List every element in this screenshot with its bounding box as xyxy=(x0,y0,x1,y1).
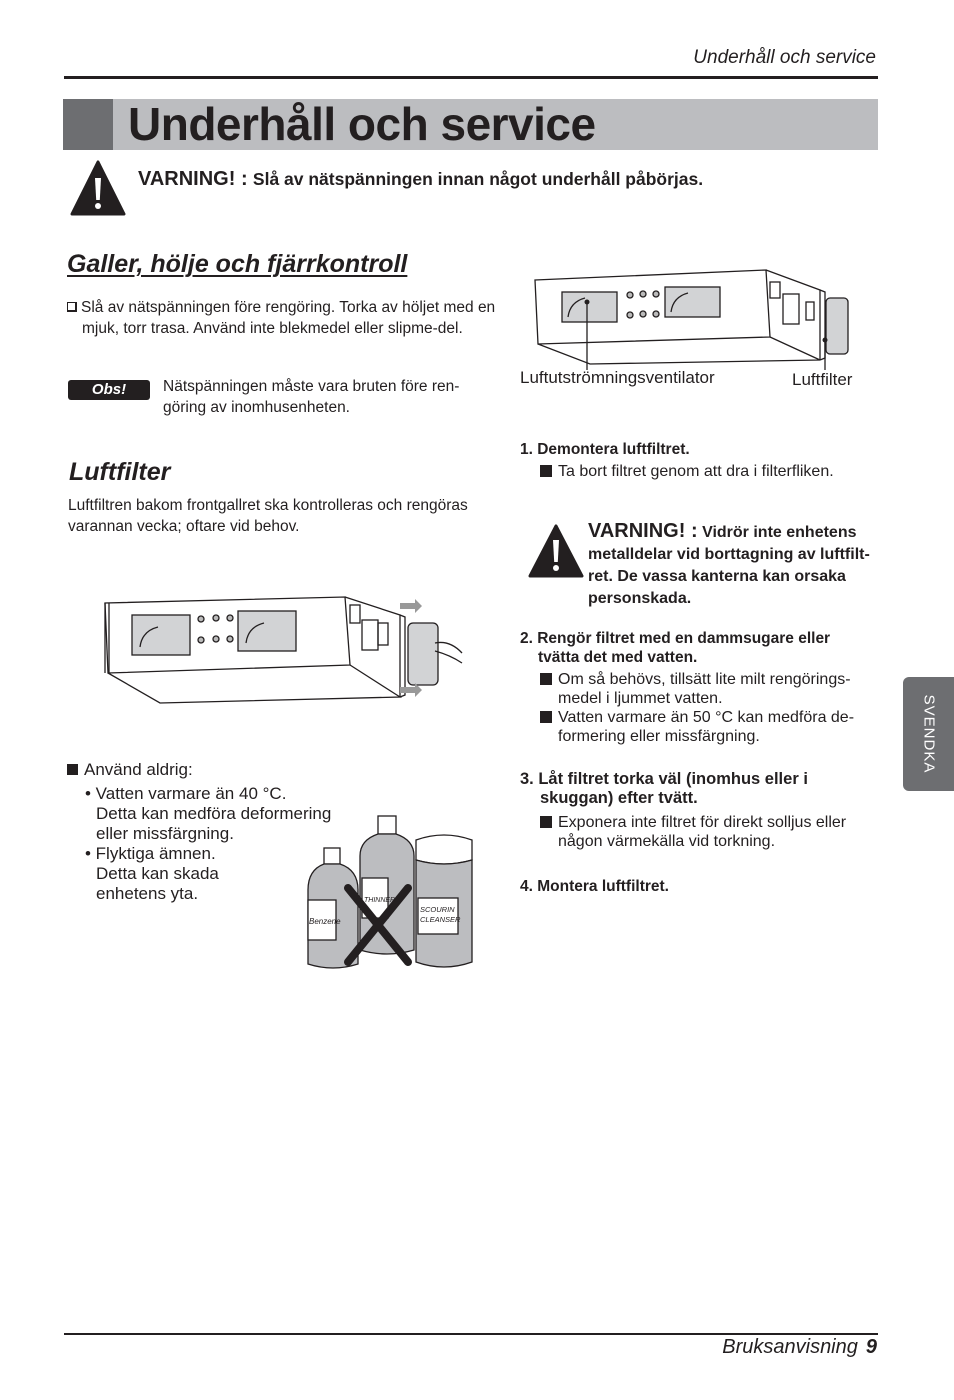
page-title: Underhåll och service xyxy=(128,98,596,150)
step-3-subs: Exponera inte filtret för direkt solljus… xyxy=(540,813,880,851)
never-item: • Vatten varmare än 40 °C. Detta kan med… xyxy=(85,784,332,843)
step-1-title: 1. Demontera luftfiltret. xyxy=(520,441,690,458)
square-bullet-icon xyxy=(540,711,552,723)
square-bullet-icon xyxy=(67,764,78,775)
warning-lead: VARNING! : xyxy=(138,168,248,190)
warning-triangle-icon xyxy=(70,160,126,216)
square-bullet-icon xyxy=(540,465,552,477)
bottle-label: Benzene xyxy=(309,917,341,926)
language-tab: SVENDKA xyxy=(903,677,954,791)
never-use-list: • Vatten varmare än 40 °C. Detta kan med… xyxy=(85,784,331,904)
label-filter: Luftfilter xyxy=(792,370,853,389)
header-rule xyxy=(64,76,878,79)
unit-parts-illustration xyxy=(534,269,849,370)
warning-triangle-icon xyxy=(528,524,584,578)
note-badge: Obs! xyxy=(68,380,150,400)
grill-bullet-text: Slå av nätspänningen före rengöring. Tor… xyxy=(81,299,496,337)
section-heading-grill: Galler, hölje och fjärrkontroll xyxy=(67,250,408,278)
step-1-subs: Ta bort filtret genom att dra i filterfl… xyxy=(540,462,870,481)
step-2-title: 2. Rengör filtret med en dammsugare elle… xyxy=(520,630,831,666)
checkbox-bullet-icon xyxy=(67,302,77,312)
note-text: Nätspänningen måste vara bruten före ren… xyxy=(163,378,460,416)
title-bar xyxy=(63,99,878,150)
bottle-label: THINNER xyxy=(364,897,395,904)
footer: Bruksanvisning 9 xyxy=(600,1336,877,1359)
section-heading-filter: Luftfilter xyxy=(69,458,171,486)
svg-text:CLEANSER: CLEANSER xyxy=(420,915,461,924)
chemicals-prohibited-illustration: Benzene THINNER SCOURIN CLEANSER xyxy=(307,815,473,969)
prohibited-x-icon xyxy=(344,884,412,966)
never-use-lead: Använd aldrig: xyxy=(67,760,193,780)
footer-rule xyxy=(64,1333,878,1335)
warning-message: Vidrör inte enhetens metalldelar vid bor… xyxy=(588,524,870,607)
square-bullet-icon xyxy=(540,673,552,685)
running-header: Underhåll och service xyxy=(693,47,876,68)
label-fan: Luftutströmningsventilator xyxy=(520,368,715,387)
unit-filter-removal-illustration xyxy=(104,596,463,704)
svg-text:SCOURIN: SCOURIN xyxy=(420,905,455,914)
never-item: • Flyktiga ämnen. Detta kan skada enhete… xyxy=(85,844,219,903)
manual-name: Bruksanvisning xyxy=(722,1336,858,1358)
warning-message: Slå av nätspänningen innan något underhå… xyxy=(252,169,704,189)
warning-lead: VARNING! : xyxy=(588,520,698,542)
top-warning: VARNING! : Slå av nätspänningen innan nå… xyxy=(138,168,703,191)
step-3-title: 3. Låt filtret torka väl (inomhus eller … xyxy=(520,770,808,807)
grill-bullet: Slå av nätspänningen före rengöring. Tor… xyxy=(67,298,497,339)
square-bullet-icon xyxy=(540,816,552,828)
step-4-title: 4. Montera luftfiltret. xyxy=(520,878,669,895)
filter-warning: VARNING! : Vidrör inte enhetens metallde… xyxy=(588,520,878,610)
step-2-subs: Om så behövs, tillsätt lite milt rengöri… xyxy=(540,670,870,746)
title-accent-block xyxy=(63,99,113,150)
filter-intro: Luftfiltren bakom frontgallret ska kontr… xyxy=(68,497,468,535)
page-number: 9 xyxy=(865,1336,877,1358)
